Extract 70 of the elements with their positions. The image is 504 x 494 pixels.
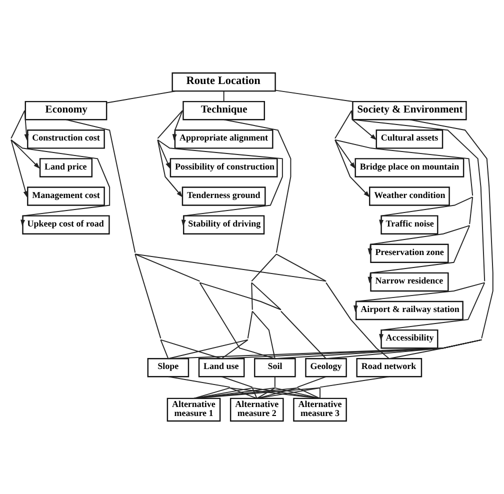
connector — [223, 90, 224, 102]
connector — [160, 339, 222, 360]
connector — [229, 387, 258, 399]
arrow — [368, 225, 470, 284]
node-box: Preservation zone — [370, 244, 449, 264]
arrow — [368, 196, 474, 255]
connector — [193, 376, 253, 399]
connector — [256, 387, 298, 399]
arrow — [24, 110, 29, 141]
node-box: Upkeep cost of road — [22, 215, 110, 234]
node-box: Cultural assets — [376, 130, 444, 149]
node-box: Slope — [147, 358, 190, 378]
connector — [168, 376, 230, 399]
connector — [199, 282, 327, 360]
node-box: Management cost — [27, 186, 105, 206]
connector — [274, 339, 482, 360]
connector — [256, 387, 276, 399]
node-box: Economy — [24, 100, 108, 120]
node-box: Airport & railway station — [356, 300, 464, 320]
node-box: Stability of driving — [183, 215, 265, 234]
node-box: Accessibility — [380, 329, 438, 349]
connector — [252, 310, 276, 360]
node-box: Possibility of construction — [170, 158, 278, 178]
node-box: Construction cost — [27, 130, 105, 149]
connector — [221, 339, 482, 360]
node-box: Land use — [198, 358, 245, 378]
node-box: Land price — [39, 158, 93, 178]
connector — [193, 376, 390, 399]
connector — [193, 376, 276, 399]
arrow — [351, 110, 486, 312]
node-box: Geology — [305, 358, 347, 378]
arrow — [157, 139, 283, 226]
connector — [274, 387, 320, 399]
arrow — [10, 110, 28, 198]
node-box: Narrow residence — [370, 272, 449, 292]
arrow — [157, 139, 170, 170]
node-box: Alternative measure 2 — [230, 398, 284, 422]
arrow — [334, 139, 356, 169]
arrow — [379, 282, 486, 341]
connector — [134, 254, 276, 360]
connector — [106, 90, 176, 104]
node-box: Appropriate alignment — [174, 130, 274, 149]
connector — [296, 387, 320, 399]
arrow — [334, 139, 474, 226]
arrow — [334, 110, 370, 198]
node-box: Alternative measure 3 — [293, 398, 347, 422]
connector — [251, 282, 282, 310]
connector — [326, 339, 482, 360]
arrow — [157, 110, 183, 198]
connector — [276, 254, 327, 282]
arrow — [10, 139, 40, 169]
node-box: Road network — [356, 358, 422, 378]
connector — [221, 339, 248, 360]
connector — [388, 339, 482, 360]
connector — [275, 90, 353, 102]
node-box: Alternative measure 1 — [166, 398, 221, 422]
node-box: Technique — [182, 100, 265, 120]
node-box: Soil — [254, 358, 296, 378]
node-box: Society & Environment — [352, 100, 467, 120]
connector — [252, 387, 258, 399]
connector — [134, 254, 390, 360]
arrow — [172, 110, 183, 141]
arrow — [10, 139, 110, 226]
connector — [193, 376, 327, 399]
node-box: Bridge place on mountain — [354, 158, 464, 178]
node-box: Traffic noise — [380, 215, 438, 234]
node-box: Route Location — [172, 72, 276, 92]
node-box: Weather condition — [369, 186, 450, 206]
node-box: Tenderness ground — [182, 186, 266, 206]
connector — [229, 387, 320, 399]
